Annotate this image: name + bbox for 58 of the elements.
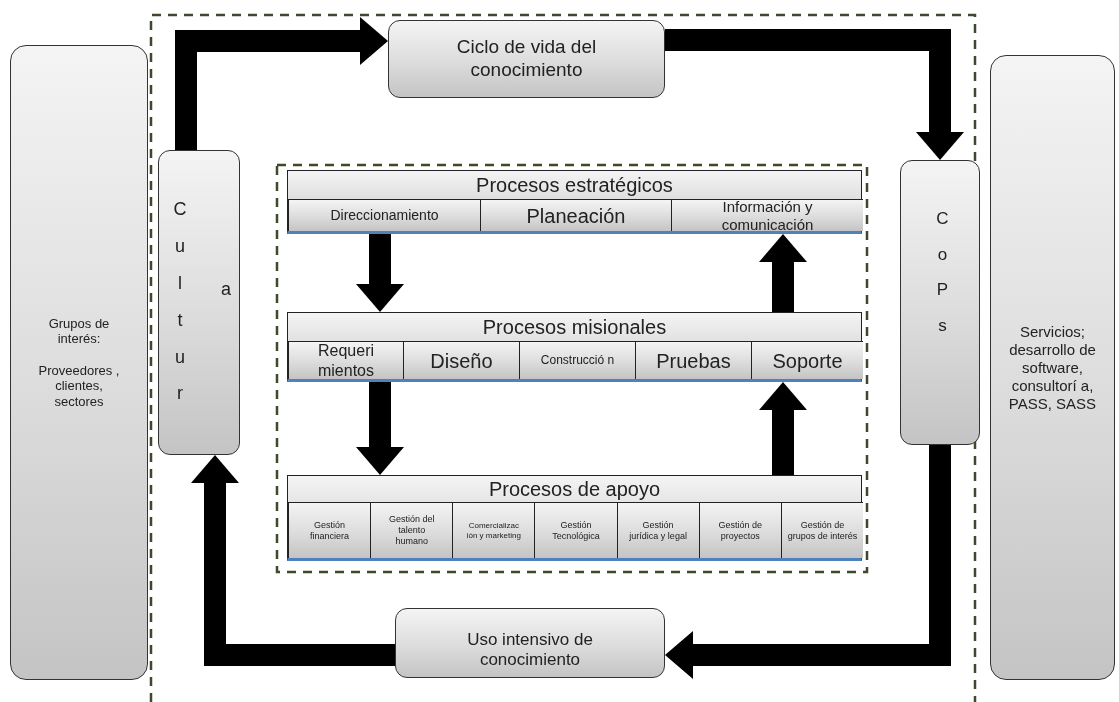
process-cell — [534, 502, 617, 558]
vertical-text: CoPs — [935, 208, 950, 338]
process-cell — [616, 502, 699, 558]
process-band — [287, 475, 862, 561]
block-arrow — [759, 234, 807, 312]
block-arrow — [356, 382, 404, 475]
box-text: Ciclo de vida del conocimiento — [455, 36, 598, 82]
process-cell — [452, 502, 535, 558]
process-cell — [288, 199, 480, 231]
vertical-text: a — [220, 279, 232, 301]
panel-text: Proveedores , clientes, sectores — [37, 362, 121, 410]
rounded-panel — [900, 160, 980, 445]
process-band — [287, 170, 862, 234]
rounded-box — [388, 20, 665, 98]
cell-text: Gestión financiera — [309, 519, 351, 542]
box-text: Uso intensivo de conocimiento — [466, 629, 594, 671]
process-cell — [671, 199, 863, 231]
process-cell — [780, 502, 863, 558]
band-heading: Procesos misionales — [481, 315, 668, 340]
panel-text: Servicios; desarrollo de software, consultorí a, PASS, SASS — [1007, 322, 1098, 413]
block-arrow — [356, 234, 404, 312]
cell-text: Direccionamiento — [330, 207, 439, 224]
block-arrow — [665, 29, 964, 160]
cell-text: Gestión de grupos de interés — [786, 519, 859, 542]
band-heading: Procesos estratégicos — [475, 173, 674, 198]
process-cell — [288, 502, 371, 558]
cell-text: Información y comunicación — [720, 197, 815, 234]
block-arrow — [175, 17, 388, 150]
rounded-box — [395, 608, 665, 678]
block-arrow — [191, 455, 395, 666]
cell-text: Pruebas — [656, 348, 731, 373]
cell-text: Diseño — [430, 348, 493, 373]
cell-text: Gestión jurídica y legal — [628, 519, 688, 542]
panel-text: Grupos de interés: — [47, 315, 111, 347]
cell-text: Construcció n — [540, 353, 615, 368]
rounded-panel — [10, 45, 148, 680]
block-arrow — [759, 382, 807, 475]
process-band — [287, 312, 862, 382]
process-cell — [698, 502, 781, 558]
cell-text: Requeri mientos — [317, 341, 375, 380]
cell-text: Gestión de proyectos — [717, 519, 764, 542]
process-cell — [751, 341, 863, 379]
vertical-text: Cultur — [172, 198, 188, 406]
cell-text: Comercializac ión y marketing — [465, 520, 522, 541]
cell-text: Soporte — [772, 348, 843, 373]
band-heading: Procesos de apoyo — [487, 477, 662, 502]
cell-text: Gestión del talento humano — [387, 514, 436, 547]
block-arrow — [665, 445, 951, 679]
process-cell — [480, 199, 671, 231]
rounded-panel — [990, 55, 1115, 680]
rounded-panel — [158, 150, 240, 455]
process-cell — [370, 502, 453, 558]
cell-text: Planeación — [526, 203, 626, 228]
cell-text: Gestión Tecnológica — [551, 519, 601, 542]
process-cell — [635, 341, 751, 379]
process-cell — [403, 341, 519, 379]
process-cell — [519, 341, 635, 379]
process-cell — [288, 341, 403, 379]
